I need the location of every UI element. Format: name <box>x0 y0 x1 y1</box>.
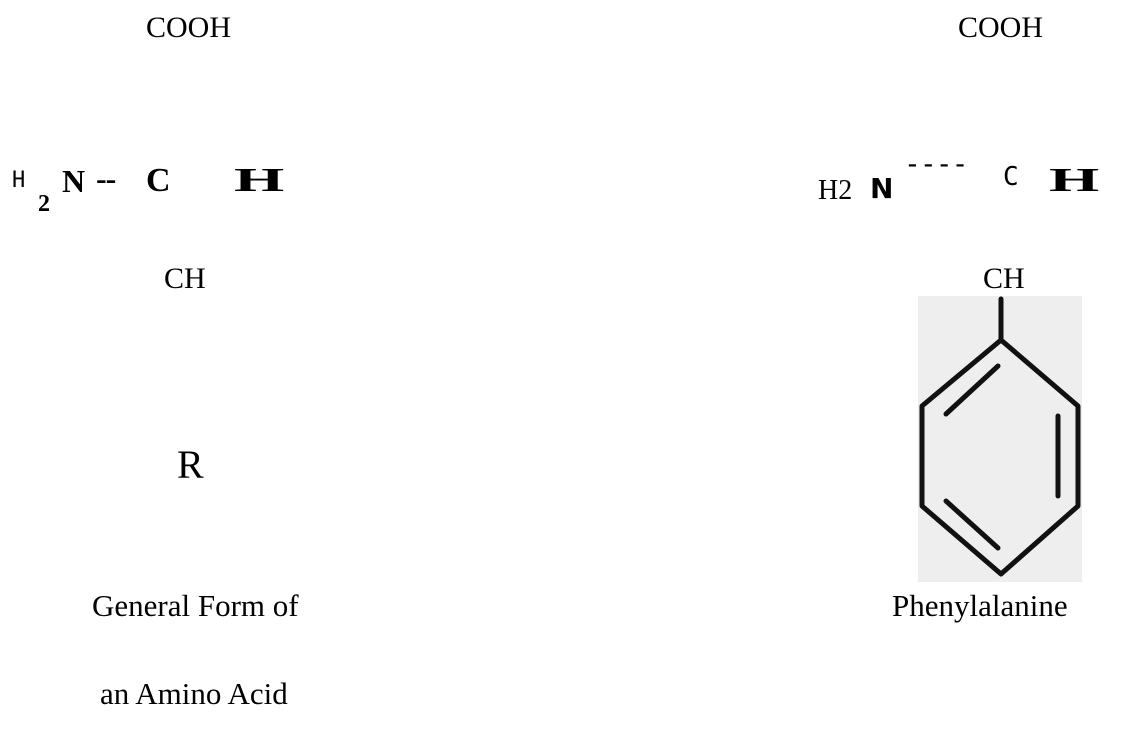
phe-n-label: N <box>870 172 894 205</box>
phe-c-label: C <box>1003 162 1019 192</box>
benzene-ring-icon <box>918 296 1082 582</box>
general-caption-line2: an Amino Acid <box>100 676 288 711</box>
general-caption-line1: General Form of <box>92 588 299 623</box>
phe-h-big-label: H <box>1049 162 1100 199</box>
phe-h2-label: H2 <box>818 175 853 206</box>
general-h-label: H <box>12 168 26 193</box>
general-c-label: C <box>146 162 171 199</box>
general-subscript-2: 2 <box>38 191 50 217</box>
phe-cooh-label: COOH <box>958 11 1044 44</box>
phe-ch-label: CH <box>983 262 1025 295</box>
phe-bond: ---- <box>904 147 968 180</box>
phe-caption: Phenylalanine <box>892 588 1068 623</box>
ring-double-bond-1 <box>943 363 1001 417</box>
general-ch-label: CH <box>164 262 206 295</box>
ring-double-bond-3 <box>943 498 1001 551</box>
general-n-label: N <box>62 163 86 199</box>
benzene-ring-drawing <box>919 296 1081 577</box>
general-h-big-label: H <box>234 162 285 199</box>
general-cooh-label: COOH <box>146 11 232 44</box>
general-r-label: R <box>177 442 204 487</box>
general-bond: -- <box>96 160 116 196</box>
ring-hexagon <box>919 337 1081 577</box>
